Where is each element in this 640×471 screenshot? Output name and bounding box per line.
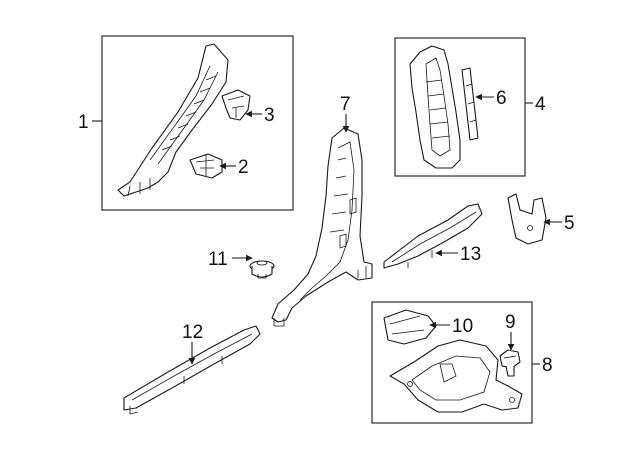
callout-2: 2 [238,157,249,178]
part-bracket-5 [507,193,547,245]
callout-10: 10 [452,316,473,337]
part-strip-6 [461,67,479,141]
part-a-pillar-trim [117,43,229,197]
part-bracket-8 [389,339,523,413]
callout-7: 7 [340,94,351,115]
callout-8: 8 [542,355,553,376]
part-clip-3 [221,89,251,121]
part-clip-2 [189,153,223,179]
group-box-8 [371,301,533,424]
part-b-pillar-lower-trim [271,127,373,327]
callout-6: 6 [496,88,507,109]
group-box-4 [394,37,526,177]
callout-11: 11 [208,249,228,270]
callout-5: 5 [564,213,575,234]
group-box-1 [101,35,294,211]
part-scuff-plate-12 [123,325,261,415]
callout-4: 4 [535,94,546,115]
part-b-pillar-upper-trim [409,45,461,169]
part-clip-9 [499,349,521,377]
callout-1: 1 [78,112,89,133]
callout-3: 3 [264,105,275,126]
callout-12: 12 [182,322,203,343]
callout-13: 13 [460,244,481,265]
part-grommet-11 [249,260,275,279]
callout-9: 9 [505,312,516,333]
part-trim-13 [383,203,483,269]
part-cover-10 [383,309,437,345]
